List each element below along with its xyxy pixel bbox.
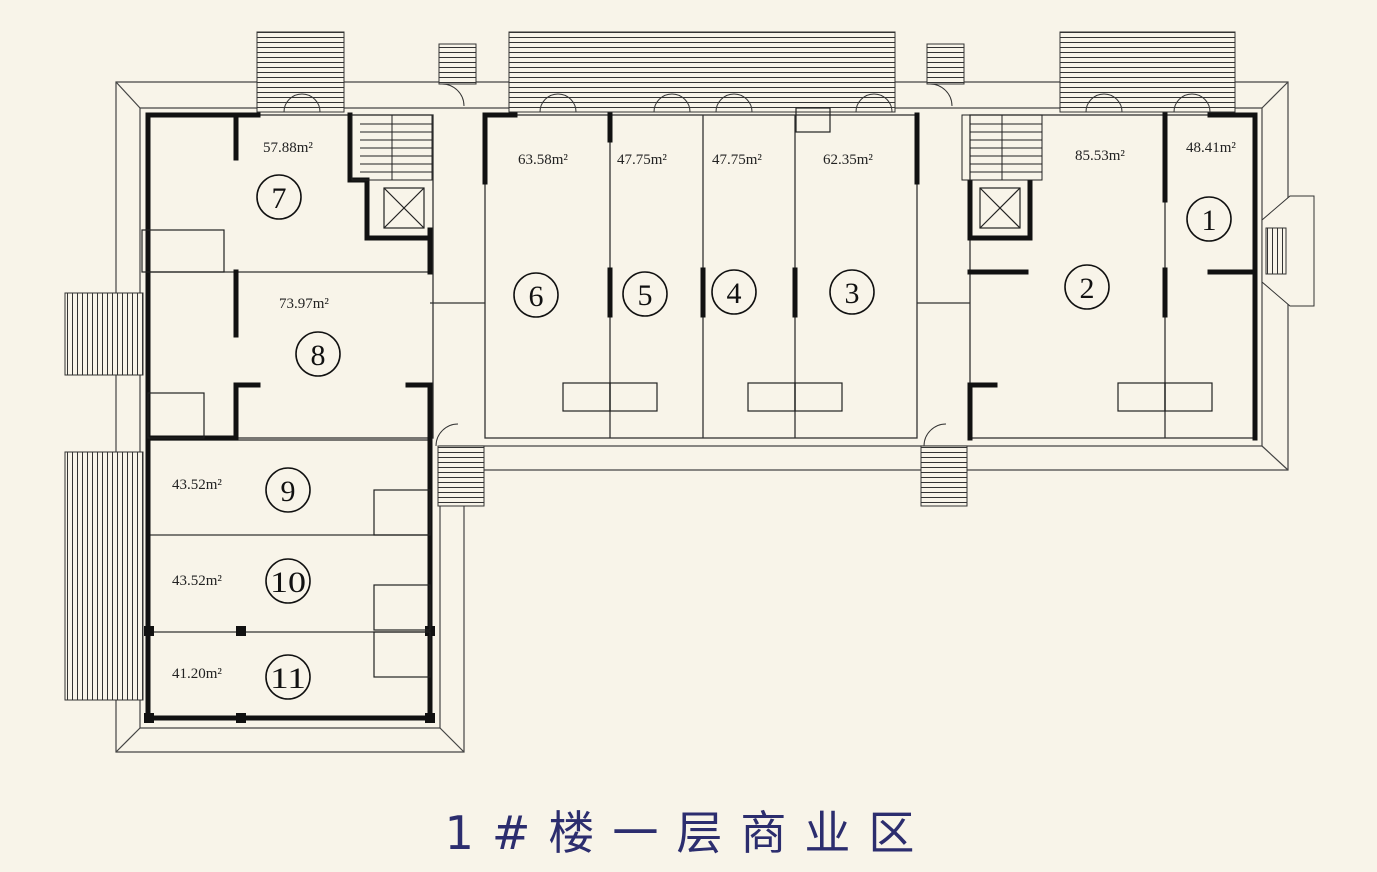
plan-title: 1#楼一层商业区 xyxy=(444,806,933,860)
unit-markers xyxy=(256,174,1232,700)
unit-7-number: 7 xyxy=(272,182,287,215)
unit-8-number: 8 xyxy=(311,339,326,372)
partitions xyxy=(147,114,1256,719)
unit-2-number: 2 xyxy=(1080,272,1095,305)
elevator-west xyxy=(383,187,425,229)
unit-5-circle xyxy=(622,271,668,317)
unit-3-area: 62.35m² xyxy=(823,152,873,168)
unit-3-number: 3 xyxy=(845,277,860,310)
building-outline xyxy=(115,81,1289,753)
unit-11-circle xyxy=(265,654,311,700)
unit-5-number: 5 xyxy=(638,279,653,312)
unit-6-number: 6 xyxy=(529,280,544,313)
canopies xyxy=(64,31,1315,701)
unit-4-circle xyxy=(711,269,757,315)
unit-2-area: 85.53m² xyxy=(1075,148,1125,164)
unit-2-circle xyxy=(1064,264,1110,310)
floor-plan: 48.41m² 85.53m² 62.35m² 47.75m² 47.75m² … xyxy=(64,31,1315,753)
unit-9-area: 43.52m² xyxy=(172,477,222,493)
unit-8-circle xyxy=(295,331,341,377)
area-labels: 48.41m² 85.53m² 62.35m² 47.75m² 47.75m² … xyxy=(172,140,1236,682)
unit-1-number: 1 xyxy=(1202,204,1217,237)
unit-8-area: 73.97m² xyxy=(279,296,329,312)
unit-9-circle xyxy=(265,467,311,513)
unit-6-circle xyxy=(513,272,559,318)
unit-6-area: 63.58m² xyxy=(518,152,568,168)
stair-west xyxy=(351,114,433,181)
columns xyxy=(144,626,435,723)
doors xyxy=(283,83,1211,447)
unit-11-area: 41.20m² xyxy=(172,666,222,682)
unit-7-area: 57.88m² xyxy=(263,140,313,156)
unit-10-area: 43.52m² xyxy=(172,573,222,589)
unit-7-circle xyxy=(256,174,302,220)
unit-5-area: 47.75m² xyxy=(617,152,667,168)
unit-1-area: 48.41m² xyxy=(1186,140,1236,156)
unit-10-number: 10 xyxy=(270,566,306,599)
restrooms xyxy=(141,107,1213,678)
unit-9-number: 9 xyxy=(281,475,296,508)
stair-east xyxy=(961,114,1043,181)
walls xyxy=(145,112,1258,721)
unit-11-number: 11 xyxy=(270,662,306,695)
unit-4-area: 47.75m² xyxy=(712,152,762,168)
unit-3-circle xyxy=(829,269,875,315)
elevator-east xyxy=(979,187,1021,229)
unit-10-circle xyxy=(265,558,311,604)
unit-4-number: 4 xyxy=(727,277,742,310)
unit-1-circle xyxy=(1186,196,1232,242)
unit-numbers: 1 2 3 4 5 6 7 8 9 10 11 xyxy=(270,182,1217,695)
